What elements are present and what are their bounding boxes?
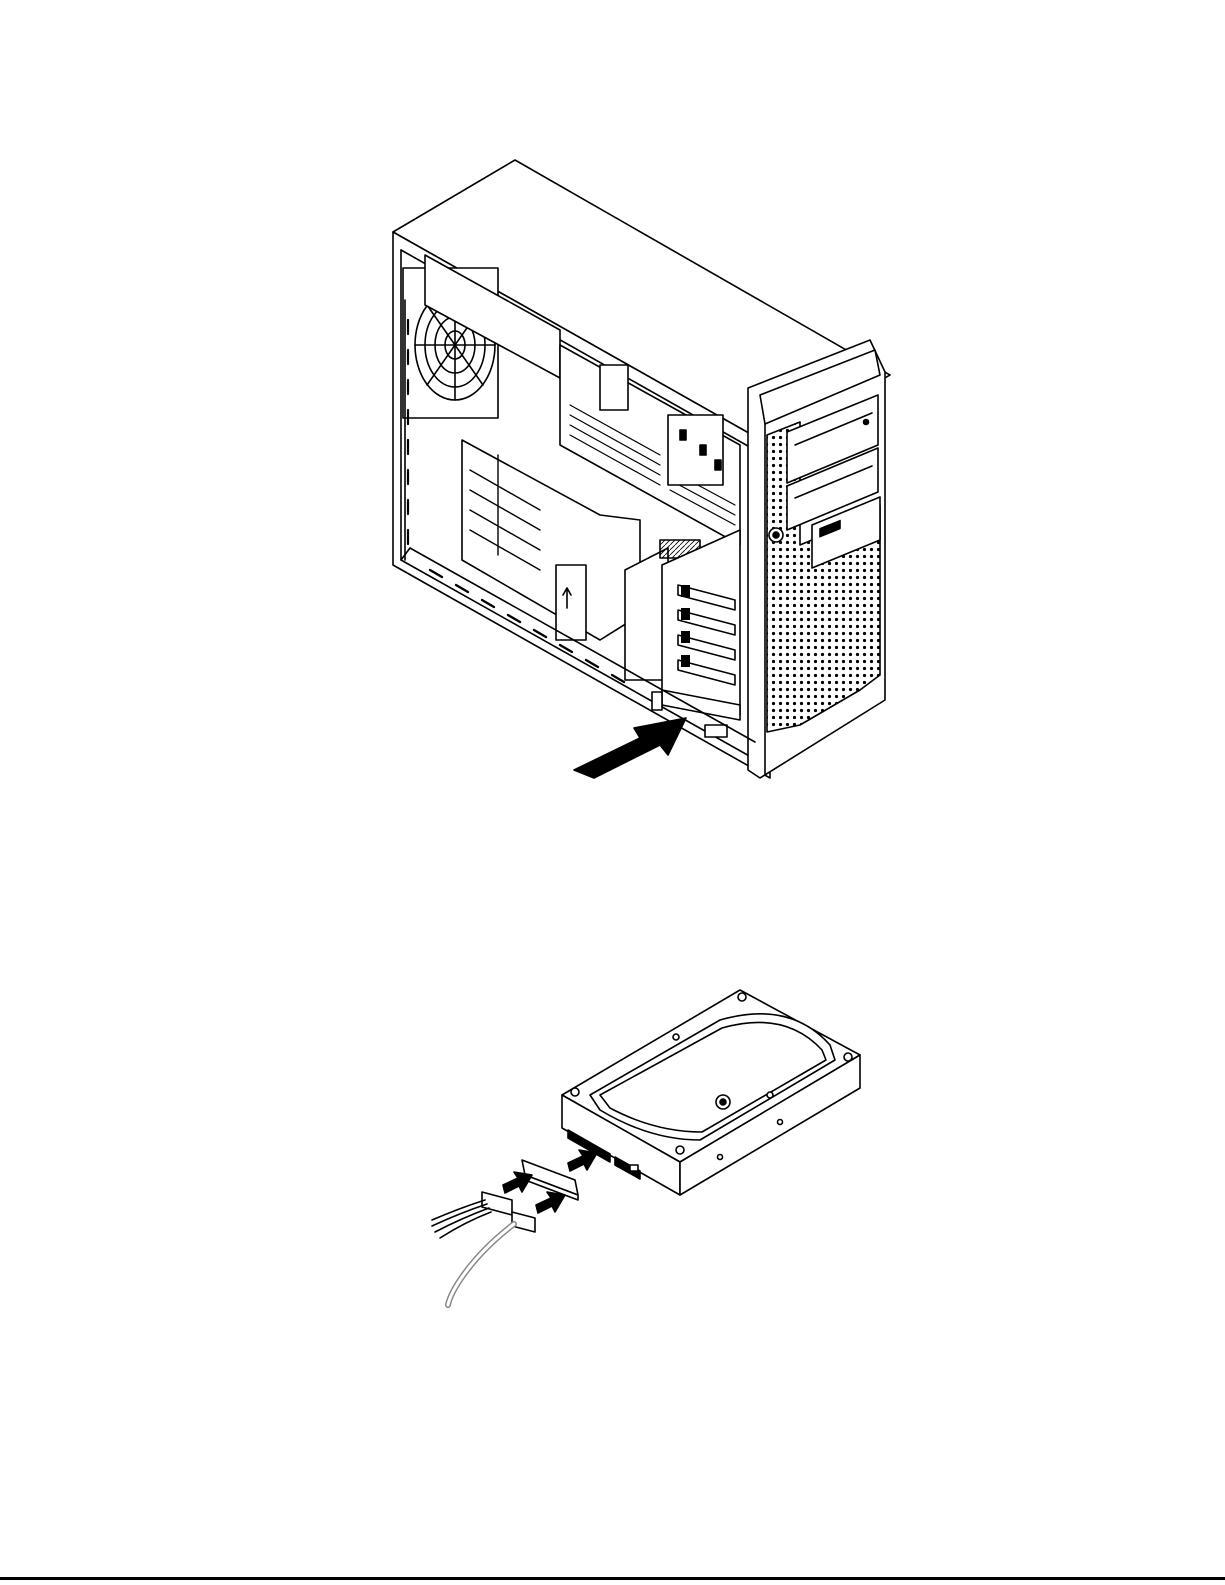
- connector-insert-arrow-icon: [568, 1150, 597, 1171]
- data-insert-arrow-icon: [536, 1192, 565, 1213]
- insert-direction-arrow-icon: [574, 718, 686, 778]
- data-cable: [448, 1224, 514, 1305]
- expansion-card: [668, 415, 723, 485]
- chassis-drawing: [0, 0, 1225, 800]
- hdd-drawing: [0, 960, 1225, 1330]
- power-insert-arrow-icon: [503, 1172, 532, 1193]
- hard-disk-drive-illustration: [0, 960, 1225, 1330]
- computer-chassis-illustration: [0, 0, 1225, 800]
- drive-bay-latch: [705, 725, 727, 737]
- page-footer-rule: [0, 1577, 1225, 1580]
